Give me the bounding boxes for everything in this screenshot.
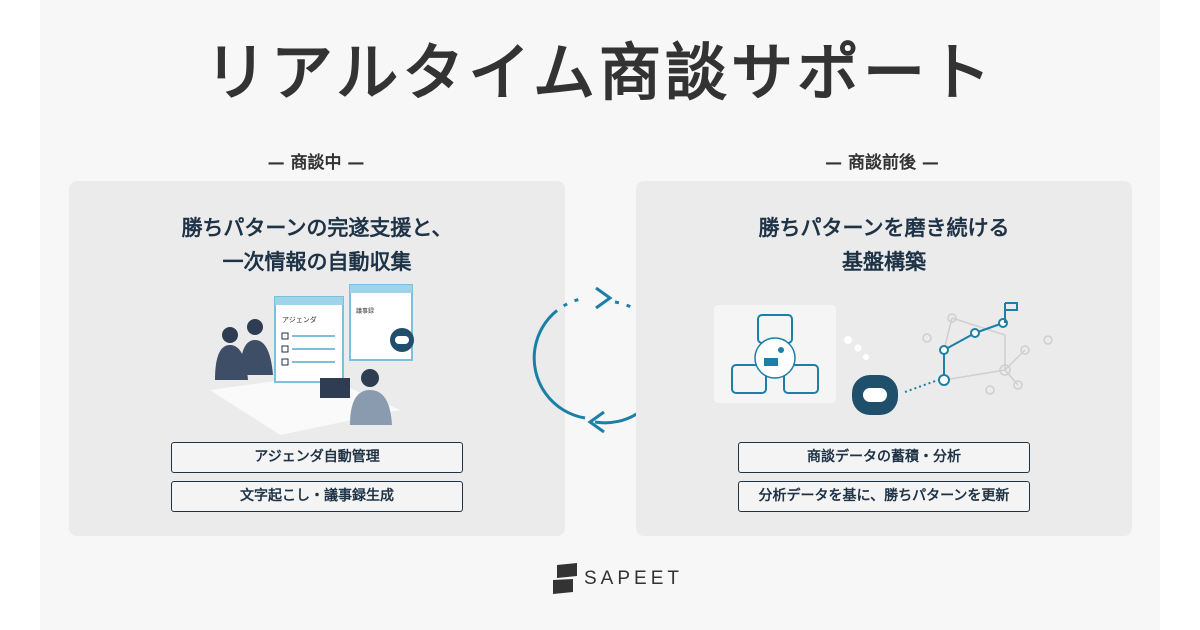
panel-heading: 勝ちパターンを磨き続ける 基盤構築 [636,211,1132,279]
minutes-window-title: 議事録 [356,307,374,315]
section-label-before-after: — 商談前後 — [825,153,939,173]
sapeet-logo-text: SAPEET [584,568,683,589]
heading-line: 基盤構築 [842,250,926,274]
panel-heading: 勝ちパターンの完遂支援と、 一次情報の自動収集 [69,211,565,279]
feature-tag: 商談データの蓄積・分析 [738,442,1030,473]
sapeet-logo-icon [553,563,577,594]
feature-tag: 文字起こし・議事録生成 [171,481,463,512]
heading-line: 一次情報の自動収集 [222,250,412,274]
page-title: リアルタイム商談サポート [204,36,996,109]
heading-line: 勝ちパターンを磨き続ける [758,216,1010,240]
agenda-window-title: アジェンダ [282,315,317,324]
section-label-during: — 商談中 — [267,153,365,173]
meeting-illustration: アジェンダ 議事録 [210,284,414,435]
panel-during-meeting: 勝ちパターンの完遂支援と、 一次情報の自動収集 アジェンダ 議事録 アジェンダ自… [69,181,565,536]
heading-line: 勝ちパターンの完遂支援と、 [181,216,453,240]
feature-tag: アジェンダ自動管理 [171,442,463,473]
data-analysis-illustration [714,302,1053,415]
panel-before-after-meeting: 勝ちパターンを磨き続ける 基盤構築 商談データの蓄積・分析 分析データを基に、勝… [636,181,1132,536]
feature-tag: 分析データを基に、勝ちパターンを更新 [738,481,1030,512]
